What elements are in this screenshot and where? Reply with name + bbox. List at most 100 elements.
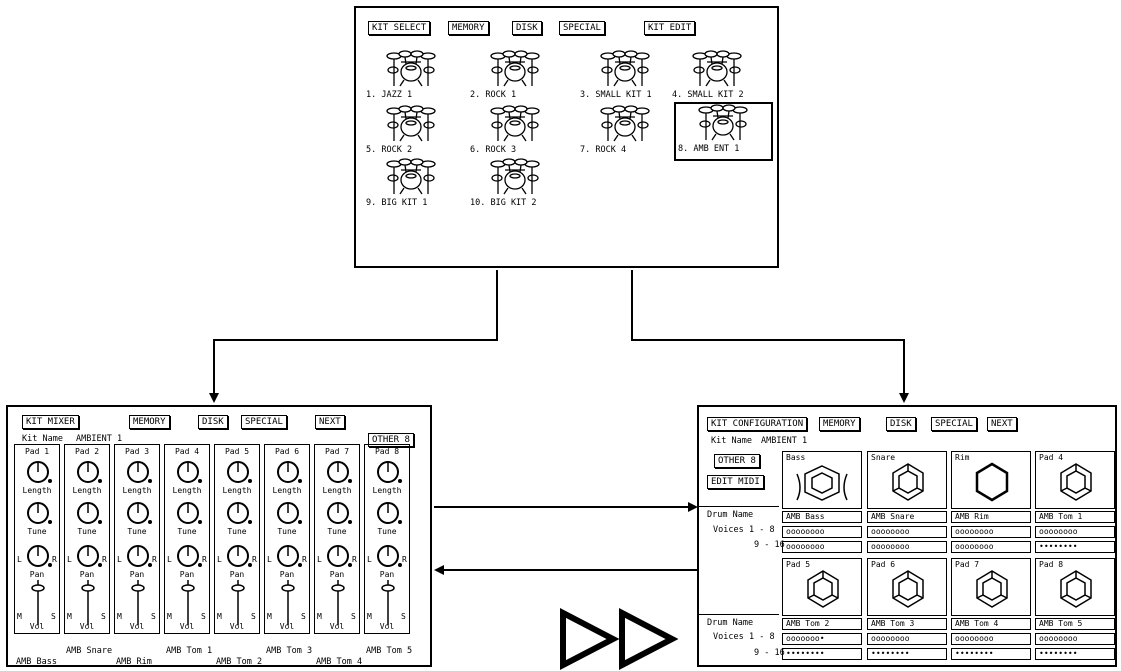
knob-icon[interactable]: [373, 543, 403, 569]
vol-label: Vol: [365, 622, 409, 631]
drum-pad-cell[interactable]: Pad 7: [951, 558, 1031, 616]
disk-button[interactable]: DISK: [512, 21, 542, 35]
knob-icon[interactable]: [123, 500, 153, 526]
voices-1-8-field[interactable]: oooooooo: [867, 526, 947, 538]
length-label: Length: [365, 486, 409, 495]
next-button[interactable]: NEXT: [987, 417, 1017, 431]
volume-fader[interactable]: [130, 580, 146, 625]
drum-pad-cell[interactable]: Rim: [951, 451, 1031, 509]
length-label: Length: [15, 486, 59, 495]
kit-select-tab[interactable]: KIT SELECT: [368, 21, 430, 35]
drum-pad-cell[interactable]: Snare: [867, 451, 947, 509]
kit-item[interactable]: 10. BIG KIT 2: [468, 158, 563, 213]
kit-item[interactable]: 1. JAZZ 1: [364, 50, 459, 105]
voices-9-16-field[interactable]: ••••••••: [1035, 541, 1115, 553]
knob-icon[interactable]: [223, 459, 253, 485]
pan-left-label: L: [67, 555, 72, 564]
drum-pad-cell[interactable]: Pad 4: [1035, 451, 1115, 509]
kit-item[interactable]: 7. ROCK 4: [578, 105, 673, 160]
voices-1-8-field[interactable]: oooooooo: [867, 633, 947, 645]
drum-name-field[interactable]: AMB Rim: [951, 511, 1031, 523]
kit-item[interactable]: 9. BIG KIT 1: [364, 158, 459, 213]
volume-fader[interactable]: [330, 580, 346, 625]
kit-configuration-tab[interactable]: KIT CONFIGURATION: [707, 417, 807, 431]
drum-name-field[interactable]: AMB Tom 5: [1035, 618, 1115, 630]
other-button[interactable]: OTHER 8: [714, 454, 760, 468]
special-button[interactable]: SPECIAL: [931, 417, 977, 431]
knob-icon[interactable]: [23, 543, 53, 569]
drum-name-field[interactable]: AMB Snare: [867, 511, 947, 523]
knob-icon[interactable]: [273, 459, 303, 485]
kit-mixer-tab[interactable]: KIT MIXER: [22, 415, 79, 429]
volume-fader[interactable]: [80, 580, 96, 625]
voices-9-16-field[interactable]: ••••••••: [1035, 648, 1115, 660]
kit-configuration-window: KIT CONFIGURATION MEMORY DISK SPECIAL NE…: [697, 405, 1117, 667]
drum-pad-cell[interactable]: Bass: [782, 451, 862, 509]
knob-icon[interactable]: [123, 459, 153, 485]
volume-fader[interactable]: [180, 580, 196, 625]
knob-icon[interactable]: [173, 459, 203, 485]
kit-edit-button[interactable]: KIT EDIT: [644, 21, 695, 35]
knob-icon[interactable]: [223, 500, 253, 526]
knob-icon[interactable]: [273, 500, 303, 526]
kit-item[interactable]: 2. ROCK 1: [468, 50, 563, 105]
knob-icon[interactable]: [23, 500, 53, 526]
volume-fader[interactable]: [280, 580, 296, 625]
voices-1-8-field[interactable]: ooooooo•: [782, 633, 862, 645]
voices-9-16-field[interactable]: ••••••••: [782, 648, 862, 660]
voices-1-8-field[interactable]: oooooooo: [1035, 526, 1115, 538]
next-button[interactable]: NEXT: [315, 415, 345, 429]
voices-1-8-field[interactable]: oooooooo: [951, 633, 1031, 645]
volume-fader[interactable]: [380, 580, 396, 625]
knob-icon[interactable]: [73, 459, 103, 485]
kit-item-label: 4. SMALL KIT 2: [672, 90, 744, 100]
knob-icon[interactable]: [73, 543, 103, 569]
memory-button[interactable]: MEMORY: [448, 21, 489, 35]
knob-icon[interactable]: [23, 459, 53, 485]
pan-left-label: L: [367, 555, 372, 564]
drum-name-field[interactable]: AMB Bass: [782, 511, 862, 523]
kit-item[interactable]: 4. SMALL KIT 2: [670, 50, 765, 105]
knob-icon[interactable]: [273, 543, 303, 569]
special-button[interactable]: SPECIAL: [241, 415, 287, 429]
knob-icon[interactable]: [73, 500, 103, 526]
kit-item-label: 1. JAZZ 1: [366, 90, 412, 100]
drum-name-field[interactable]: AMB Tom 1: [1035, 511, 1115, 523]
knob-icon[interactable]: [373, 459, 403, 485]
kit-item[interactable]: 6. ROCK 3: [468, 105, 563, 160]
knob-icon[interactable]: [223, 543, 253, 569]
knob-icon[interactable]: [173, 543, 203, 569]
knob-icon[interactable]: [323, 543, 353, 569]
voices-9-16-field[interactable]: oooooooo: [951, 541, 1031, 553]
kit-item-label: 9. BIG KIT 1: [366, 198, 427, 208]
disk-button[interactable]: DISK: [198, 415, 228, 429]
voices-1-8-field[interactable]: oooooooo: [782, 526, 862, 538]
kit-item[interactable]: 3. SMALL KIT 1: [578, 50, 673, 105]
kit-item[interactable]: 5. ROCK 2: [364, 105, 459, 160]
drum-pad-cell[interactable]: Pad 6: [867, 558, 947, 616]
volume-fader[interactable]: [230, 580, 246, 625]
special-button[interactable]: SPECIAL: [559, 21, 605, 35]
voices-9-16-field[interactable]: ••••••••: [951, 648, 1031, 660]
disk-button[interactable]: DISK: [886, 417, 916, 431]
voices-9-16-field[interactable]: oooooooo: [867, 541, 947, 553]
knob-icon[interactable]: [373, 500, 403, 526]
knob-icon[interactable]: [323, 459, 353, 485]
drum-name-field[interactable]: AMB Tom 4: [951, 618, 1031, 630]
knob-icon[interactable]: [323, 500, 353, 526]
drum-name-field[interactable]: AMB Tom 3: [867, 618, 947, 630]
memory-button[interactable]: MEMORY: [129, 415, 170, 429]
knob-icon[interactable]: [123, 543, 153, 569]
drum-name-field[interactable]: AMB Tom 2: [782, 618, 862, 630]
kit-item[interactable]: 8. AMB ENT 1: [674, 102, 773, 161]
drum-pad-cell[interactable]: Pad 8: [1035, 558, 1115, 616]
voices-1-8-field[interactable]: oooooooo: [1035, 633, 1115, 645]
knob-icon[interactable]: [173, 500, 203, 526]
drum-pad-cell[interactable]: Pad 5: [782, 558, 862, 616]
memory-button[interactable]: MEMORY: [819, 417, 860, 431]
voices-9-16-field[interactable]: oooooooo: [782, 541, 862, 553]
edit-midi-button[interactable]: EDIT MIDI: [707, 475, 764, 489]
voices-1-8-field[interactable]: oooooooo: [951, 526, 1031, 538]
volume-fader[interactable]: [30, 580, 46, 625]
voices-9-16-field[interactable]: ••••••••: [867, 648, 947, 660]
